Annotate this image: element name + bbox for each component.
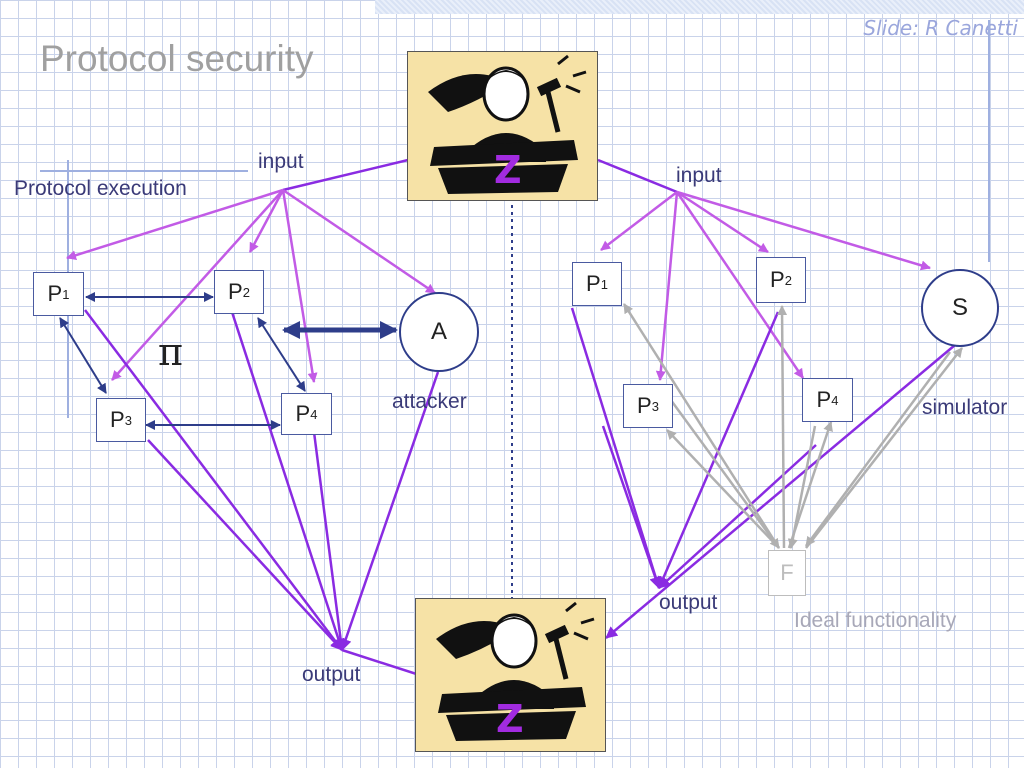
channel-p2-p4 — [257, 317, 306, 392]
left-output-label: output — [302, 663, 361, 686]
party-index: 4 — [831, 392, 839, 408]
left-input-to-attacker — [282, 188, 436, 295]
environment-z-top: Z — [407, 51, 598, 201]
environment-z-label-top: Z — [494, 148, 522, 192]
simulator-label: simulator — [922, 396, 1008, 419]
page-title: Protocol security — [40, 38, 314, 79]
right-input-to-p2 — [676, 190, 769, 254]
left-p3-to-output — [147, 439, 343, 651]
ideal-p3-to-f — [663, 391, 781, 549]
party-index: 2 — [242, 284, 250, 300]
right-input-to-simulator — [676, 190, 931, 271]
left-attacker-to-output — [339, 371, 440, 651]
right-simulator-to-z — [605, 344, 956, 639]
z-to-right-input — [597, 158, 678, 194]
right-p3-to-output — [601, 425, 662, 589]
left-input-to-p2 — [248, 189, 285, 253]
left-p2-to-output — [230, 311, 345, 651]
header-band — [375, 0, 1024, 14]
left-input-to-p4 — [281, 189, 318, 383]
z-to-left-input — [282, 158, 409, 192]
channel-p1-p3 — [59, 317, 107, 394]
ideal-f-to-p2 — [777, 305, 788, 549]
party-letter: P — [816, 387, 832, 412]
party-letter: P — [770, 267, 785, 292]
decor-vertical-line-right — [988, 20, 990, 262]
ideal-f-to-p3 — [666, 429, 780, 549]
party-letter: P — [47, 281, 63, 306]
party-index: 1 — [62, 286, 70, 302]
party-letter: P — [586, 271, 601, 296]
party-index: 3 — [124, 412, 132, 428]
protocol-pi-symbol: π — [158, 330, 183, 374]
judge-with-gavel-icon — [436, 601, 595, 741]
right-output-label: output — [659, 591, 718, 614]
left-input-to-p1 — [66, 188, 284, 261]
ideal-functionality-node: F — [768, 550, 806, 596]
party-letter: P — [295, 401, 311, 426]
judge-with-gavel-icon — [428, 54, 587, 194]
environment-z-bottom: Z — [415, 598, 606, 752]
right-p1-to-output — [570, 307, 662, 589]
party-letter: P — [637, 393, 652, 418]
party-letter: P — [110, 407, 125, 432]
right-p2-to-output — [657, 311, 780, 589]
right-input-to-p1 — [600, 191, 678, 251]
ideal-f-to-simulator — [805, 347, 963, 549]
party-index: 3 — [651, 398, 659, 414]
simulator-node: S — [921, 269, 999, 347]
left-input-to-p3 — [111, 189, 284, 381]
right-input-to-p3 — [655, 191, 679, 381]
ideal-f-to-p1 — [622, 303, 781, 549]
party-index: 2 — [784, 272, 792, 288]
ideal-functionality-label: Ideal functionality — [794, 609, 957, 632]
environment-z-label-bottom: Z — [496, 697, 524, 741]
right-input-label: input — [676, 164, 722, 187]
party-letter: P — [228, 279, 243, 304]
party-index: 4 — [310, 406, 318, 422]
attacker-label: attacker — [392, 390, 467, 413]
ideal-simulator-to-f — [804, 351, 952, 547]
left-p4-to-output — [312, 431, 347, 651]
ideal-p4-to-f — [787, 425, 817, 549]
left-heading: Protocol execution — [14, 177, 187, 200]
decor-horizontal-line-left — [40, 170, 248, 172]
attacker-node: A — [399, 292, 479, 372]
party-index: 1 — [600, 276, 608, 292]
right-p4-to-output — [658, 444, 817, 589]
left-p1-to-output — [84, 309, 343, 651]
left-input-label: input — [258, 150, 304, 173]
slide-credit: Slide: R Canetti — [863, 16, 1018, 40]
